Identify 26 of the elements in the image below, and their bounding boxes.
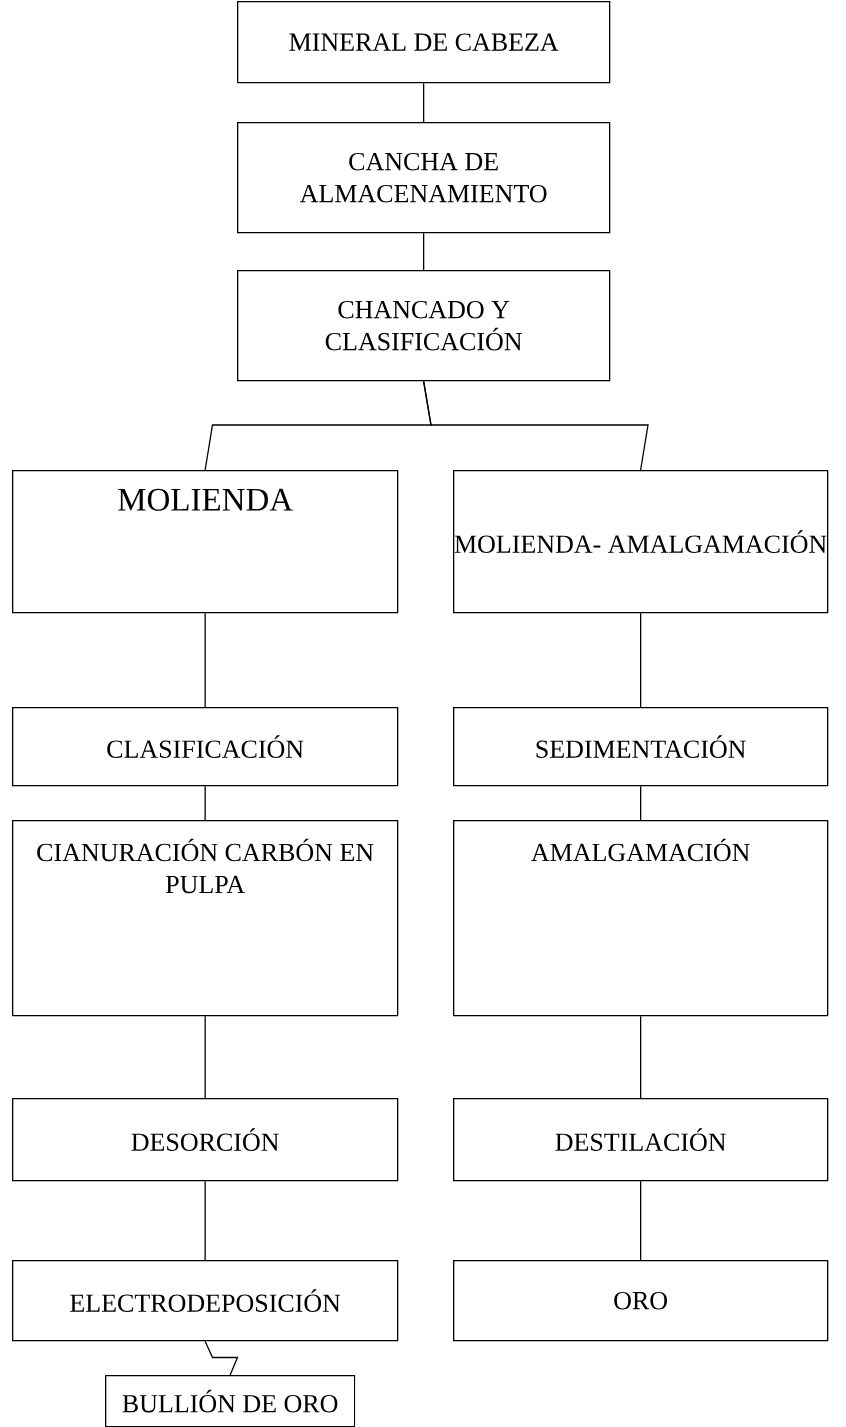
connector-line (640, 1180, 642, 1261)
process-box: MOLIENDA- AMALGAMACIÓN (453, 470, 829, 614)
process-box: CANCHA DE ALMACENAMIENTO (237, 122, 611, 234)
process-box: ORO (453, 1260, 829, 1342)
connector-line (423, 232, 425, 271)
process-box: CHANCADO Y CLASIFICACIÓN (237, 270, 611, 382)
process-box: BULLIÓN DE ORO (105, 1375, 356, 1427)
process-box: DESORCIÓN (12, 1098, 399, 1182)
connector-line (640, 785, 642, 821)
connector-line (204, 1015, 206, 1099)
process-box: ELECTRODEPOSICIÓN (12, 1260, 399, 1342)
connector-line (204, 1340, 239, 1376)
connector-line (423, 380, 649, 471)
process-box: CIANURACIÓN CARBÓN EN PULPA (12, 820, 399, 1017)
connector-line (204, 612, 206, 708)
process-box: CLASIFICACIÓN (12, 707, 399, 787)
process-box: MOLIENDA (12, 470, 399, 614)
connector-line (204, 1180, 206, 1261)
connector-line (204, 785, 206, 821)
process-box: MINERAL DE CABEZA (237, 1, 611, 84)
process-box: SEDIMENTACIÓN (453, 707, 829, 787)
connector-line (423, 82, 425, 123)
process-box: AMALGAMACIÓN (453, 820, 829, 1017)
connector-line (640, 1015, 642, 1099)
connector-line (640, 612, 642, 708)
process-box: DESTILACIÓN (453, 1098, 829, 1182)
